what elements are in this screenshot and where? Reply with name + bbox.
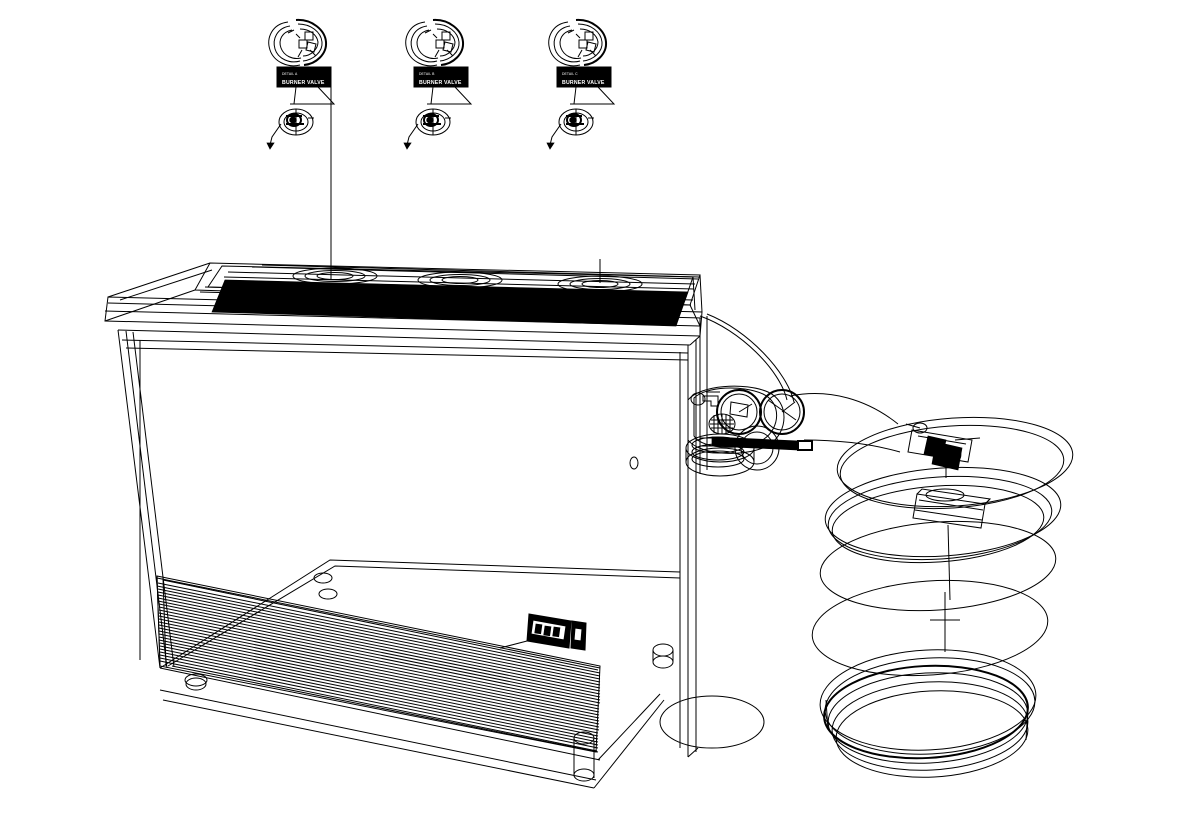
callout-label-plate-3[interactable]: BURNER VALVE DETAIL C xyxy=(556,66,612,88)
callout-sub-2-text: DETAIL B xyxy=(419,72,435,76)
floor-hole-3 xyxy=(185,674,207,686)
burner-cap-icon xyxy=(549,18,608,66)
callout-sub-1-text: DETAIL A xyxy=(282,72,298,76)
coil-valve-fitting xyxy=(906,423,980,478)
control-panel[interactable] xyxy=(500,613,587,651)
callout-group-1[interactable]: BURNER VALVE DETAIL A xyxy=(266,18,334,265)
callout-label-plate-2[interactable]: BURNER VALVE DETAIL B xyxy=(413,66,469,88)
callout-label-1-text: BURNER VALVE xyxy=(282,80,325,86)
callout-group-2[interactable]: BURNER VALVE DETAIL B xyxy=(403,18,471,150)
burner-valve-detail-3 xyxy=(546,104,594,150)
control-panel-leader xyxy=(500,641,527,648)
burner-cap-icon xyxy=(406,18,465,66)
leader-line-1a xyxy=(294,87,300,104)
callout-group-3[interactable]: BURNER VALVE DETAIL C xyxy=(546,18,614,150)
leader-line-2a xyxy=(431,87,437,104)
leader-line-2b xyxy=(433,87,471,104)
gas-regulator-assembly xyxy=(686,314,900,476)
loose-ellipse-part xyxy=(660,696,764,748)
floor-hole-2 xyxy=(319,589,337,599)
louvre-grille xyxy=(157,576,600,752)
adjustable-feet xyxy=(186,644,673,781)
leader-line-3a xyxy=(574,87,580,104)
callout-label-2-text: BURNER VALVE xyxy=(419,80,462,86)
cabinet-body xyxy=(118,330,700,788)
leader-line-3b xyxy=(576,87,614,104)
construction-line-2 xyxy=(594,700,664,788)
burner-valve-detail-2 xyxy=(403,104,451,150)
callout-sub-3-text: DETAIL C xyxy=(562,72,578,76)
floor-hole-1 xyxy=(314,573,332,583)
callout-label-3-text: BURNER VALVE xyxy=(562,80,605,86)
coil-block-part xyxy=(913,489,990,600)
construction-line-1 xyxy=(598,694,660,760)
burner-cap-icon xyxy=(269,18,328,66)
leader-line-1b xyxy=(296,87,334,104)
cooktop-deck xyxy=(105,263,702,336)
callout-label-plate-1[interactable]: BURNER VALVE DETAIL A xyxy=(276,66,332,88)
coil-ring-stack xyxy=(809,410,1076,782)
burner-valve-detail-1 xyxy=(266,104,314,150)
